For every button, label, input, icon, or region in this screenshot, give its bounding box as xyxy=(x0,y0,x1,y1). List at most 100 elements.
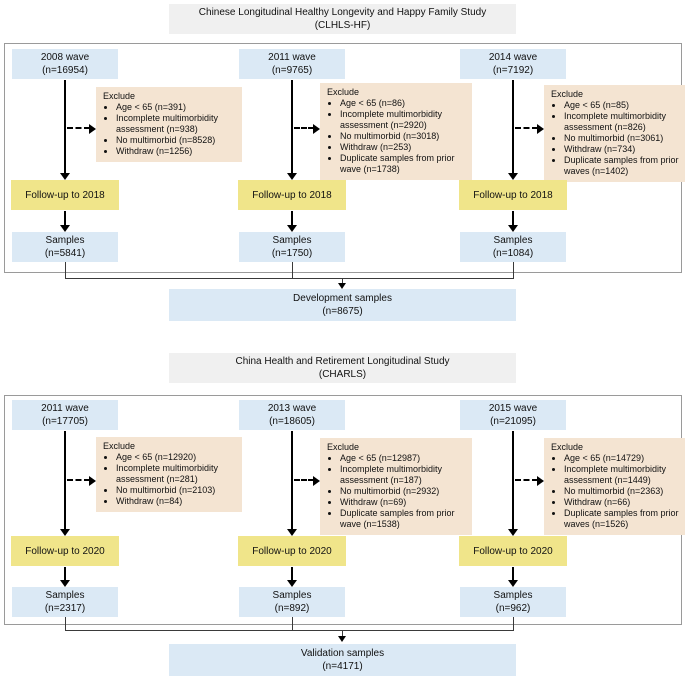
dashed-arrow xyxy=(515,127,538,129)
samples-box: Samples (n=892) xyxy=(239,587,345,617)
arrowhead-down xyxy=(60,529,70,536)
exclude-item: Duplicate samples from prior wave (n=173… xyxy=(340,153,466,175)
wave-label: 2013 wave xyxy=(267,403,317,414)
exclude-box: Exclude Age < 65 (n=85)Incomplete multim… xyxy=(544,85,685,182)
arrow-down xyxy=(512,211,514,225)
merge-arrow xyxy=(342,278,343,284)
arrow-down xyxy=(64,80,66,173)
samples-n: (n=892) xyxy=(274,603,310,614)
samples-n: (n=962) xyxy=(495,603,531,614)
exclude-title: Exclude xyxy=(103,441,136,451)
exclude-list: Age < 65 (n=391)Incomplete multimorbidit… xyxy=(103,102,236,157)
exclude-list: Age < 65 (n=12920)Incomplete multimorbid… xyxy=(103,452,236,507)
connector-line xyxy=(513,617,514,630)
connector-line xyxy=(292,617,293,630)
samples-label: Samples xyxy=(45,235,85,246)
exclude-item: Age < 65 (n=86) xyxy=(340,98,466,109)
section-title-clhls: Chinese Longitudinal Healthy Longevity a… xyxy=(169,4,516,34)
followup-label: Follow-up to 2020 xyxy=(252,545,332,557)
exclude-title: Exclude xyxy=(327,87,360,97)
exclude-item: Withdraw (n=69) xyxy=(340,497,466,508)
samples-n: (n=1750) xyxy=(271,248,313,259)
exclude-title: Exclude xyxy=(551,442,584,452)
exclude-item: Incomplete multimorbidity assessment (n=… xyxy=(564,111,685,133)
arrow-down xyxy=(512,431,514,529)
wave-label: 2014 wave xyxy=(488,52,538,63)
arrowhead-right xyxy=(89,124,96,134)
exclude-item: Withdraw (n=1256) xyxy=(116,146,236,157)
arrow-down xyxy=(291,431,293,529)
arrowhead-right xyxy=(537,124,544,134)
wave-box: 2011 wave (n=9765) xyxy=(239,49,345,79)
exclude-item: Withdraw (n=734) xyxy=(564,144,685,155)
followup-box: Follow-up to 2020 xyxy=(11,536,119,566)
exclude-item: Withdraw (n=66) xyxy=(564,497,685,508)
followup-box: Follow-up to 2020 xyxy=(459,536,567,566)
followup-label: Follow-up to 2018 xyxy=(25,189,105,201)
exclude-item: No multimorbid (n=2363) xyxy=(564,486,685,497)
exclude-item: Duplicate samples from prior waves (n=14… xyxy=(564,155,685,177)
exclude-item: Withdraw (n=253) xyxy=(340,142,466,153)
section-title-line2: (CLHLS-HF) xyxy=(314,20,371,31)
exclude-item: Incomplete multimorbidity assessment (n=… xyxy=(116,463,236,485)
connector-line xyxy=(513,262,514,278)
result-n: (n=8675) xyxy=(322,306,363,317)
arrow-down xyxy=(291,80,293,173)
arrow-down xyxy=(64,567,66,580)
section-title-line1: Chinese Longitudinal Healthy Longevity a… xyxy=(198,7,487,18)
wave-box: 2013 wave (n=18605) xyxy=(239,400,345,430)
arrow-down xyxy=(512,80,514,173)
exclude-list: Age < 65 (n=12987)Incomplete multimorbid… xyxy=(327,453,466,530)
followup-box: Follow-up to 2018 xyxy=(11,180,119,210)
exclude-item: No multimorbid (n=3018) xyxy=(340,131,466,142)
exclude-box: Exclude Age < 65 (n=12920)Incomplete mul… xyxy=(96,437,242,512)
samples-box: Samples (n=1084) xyxy=(460,232,566,262)
arrow-down xyxy=(64,211,66,225)
exclude-list: Age < 65 (n=85)Incomplete multimorbidity… xyxy=(551,100,685,177)
arrowhead-down xyxy=(287,225,297,232)
arrow-down xyxy=(512,567,514,580)
samples-label: Samples xyxy=(45,590,85,601)
samples-label: Samples xyxy=(493,235,533,246)
development-samples-box: Development samples (n=8675) xyxy=(169,289,516,321)
wave-box: 2008 wave (n=16954) xyxy=(12,49,118,79)
wave-box: 2014 wave (n=7192) xyxy=(460,49,566,79)
exclude-item: Age < 65 (n=85) xyxy=(564,100,685,111)
result-label: Validation samples xyxy=(300,648,385,659)
dashed-arrow xyxy=(67,479,90,481)
exclude-box: Exclude Age < 65 (n=391)Incomplete multi… xyxy=(96,87,242,162)
exclude-box: Exclude Age < 65 (n=86)Incomplete multim… xyxy=(320,83,472,180)
arrowhead-down xyxy=(60,173,70,180)
arrowhead-down xyxy=(508,580,518,587)
exclude-item: Age < 65 (n=391) xyxy=(116,102,236,113)
followup-box: Follow-up to 2018 xyxy=(238,180,346,210)
samples-box: Samples (n=5841) xyxy=(12,232,118,262)
validation-samples-box: Validation samples (n=4171) xyxy=(169,644,516,676)
samples-n: (n=1084) xyxy=(492,248,534,259)
wave-label: 2011 wave xyxy=(268,52,316,63)
result-n: (n=4171) xyxy=(322,661,363,672)
arrow-down xyxy=(64,431,66,529)
followup-box: Follow-up to 2020 xyxy=(238,536,346,566)
result-label: Development samples xyxy=(293,293,392,304)
wave-label: 2011 wave xyxy=(41,403,89,414)
connector-line xyxy=(65,262,66,278)
samples-box: Samples (n=2317) xyxy=(12,587,118,617)
wave-box: 2011 wave (n=17705) xyxy=(12,400,118,430)
arrowhead-down xyxy=(338,283,346,289)
arrowhead-right xyxy=(313,476,320,486)
wave-label: 2015 wave xyxy=(488,403,538,414)
exclude-box: Exclude Age < 65 (n=12987)Incomplete mul… xyxy=(320,438,472,535)
samples-box: Samples (n=1750) xyxy=(239,232,345,262)
wave-n: (n=21095) xyxy=(490,416,536,427)
followup-label: Follow-up to 2020 xyxy=(473,545,553,557)
connector-line xyxy=(65,617,66,630)
exclude-item: Withdraw (n=84) xyxy=(116,496,236,507)
exclude-item: Duplicate samples from prior wave (n=153… xyxy=(340,508,466,530)
arrowhead-down xyxy=(508,173,518,180)
section-title-line1: China Health and Retirement Longitudinal… xyxy=(235,356,450,367)
samples-label: Samples xyxy=(493,590,533,601)
exclude-list: Age < 65 (n=86)Incomplete multimorbidity… xyxy=(327,98,466,175)
exclude-title: Exclude xyxy=(103,91,136,101)
arrowhead-down xyxy=(338,636,346,642)
